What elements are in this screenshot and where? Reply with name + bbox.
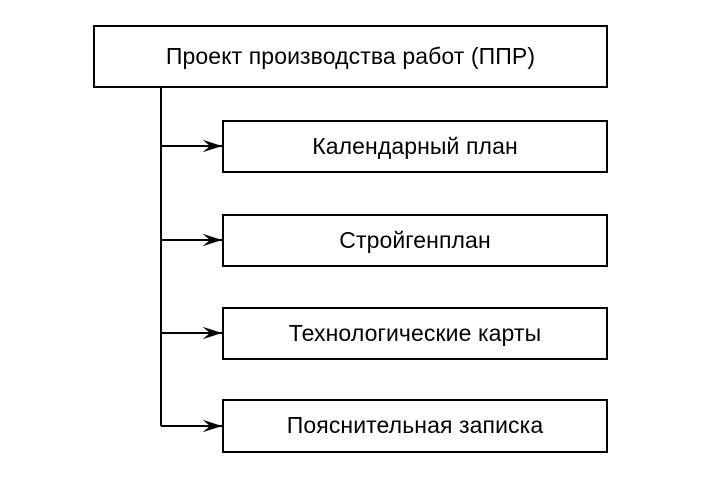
node-child-label: Технологические карты	[288, 319, 542, 346]
node-child-label: Календарный план	[312, 132, 518, 159]
node-child-kalendarnyy-plan[interactable]: Календарный план	[222, 120, 608, 173]
node-root-label: Проект производства работ (ППР)	[165, 42, 536, 69]
node-child-stroygenplan[interactable]: Стройгенплан	[222, 214, 608, 267]
node-root-ppr[interactable]: Проект производства работ (ППР)	[93, 25, 608, 88]
node-child-poyasnitelnaya-zapiska[interactable]: Пояснительная записка	[222, 399, 608, 453]
node-child-label: Стройгенплан	[339, 226, 491, 253]
node-child-label: Пояснительная записка	[286, 412, 544, 439]
connector-group	[159, 88, 222, 433]
node-child-tehnologicheskie-karty[interactable]: Технологические карты	[222, 307, 608, 360]
